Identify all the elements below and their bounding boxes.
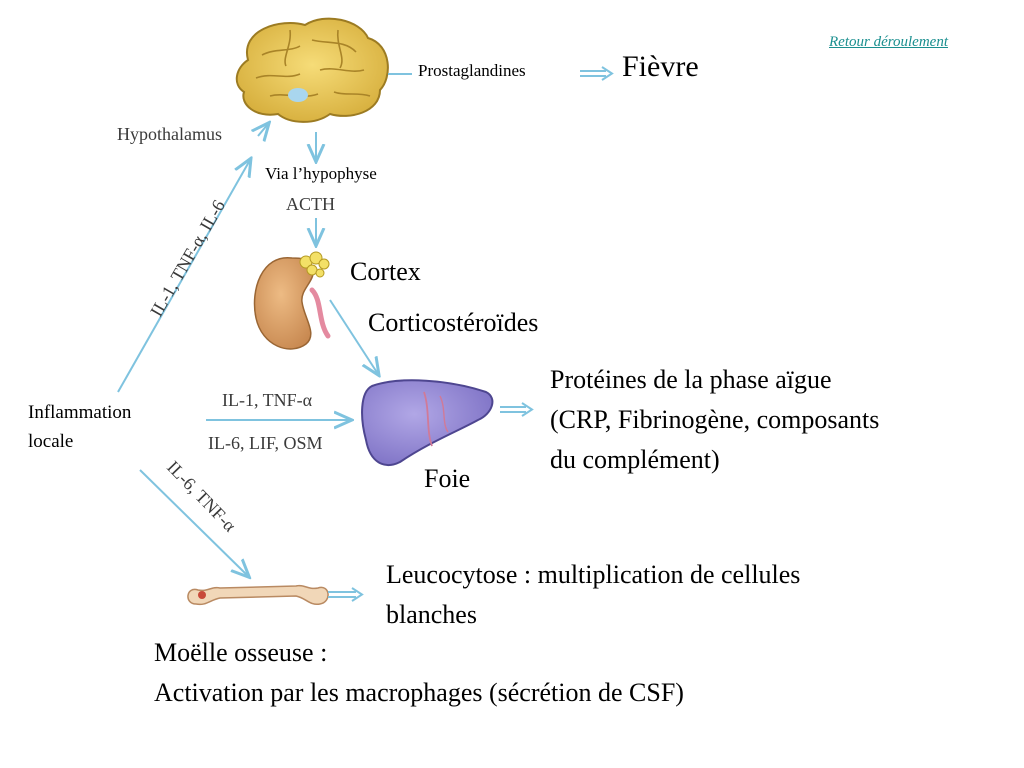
cytokines-brain-label: IL-1, TNF-α, IL-6 <box>146 196 229 320</box>
brain-icon <box>235 17 389 123</box>
cytokines-bone-label: IL-6, TNF-α <box>163 457 240 536</box>
cortex-label: Cortex <box>350 257 421 286</box>
leucocytose-text: Leucocytose : multiplication de cellules… <box>386 555 800 635</box>
moelle-text: Moëlle osseuse : Activation par les macr… <box>154 633 684 713</box>
prostaglandines-label: Prostaglandines <box>418 61 526 80</box>
arrow-to-proteines <box>500 402 534 417</box>
proteines-line3: du complément) <box>550 445 720 474</box>
bone-icon <box>187 584 329 606</box>
proteines-line1: Protéines de la phase aïgue <box>550 365 832 394</box>
arrow-to-bone <box>139 469 248 576</box>
arrow-to-leucocytose <box>328 587 364 602</box>
hypothalamus-label: Hypothalamus <box>117 124 222 144</box>
arrow-to-hypothalamus <box>117 160 250 393</box>
inflammation-label: Inflammation locale <box>28 398 131 456</box>
inflammation-line1: Inflammation <box>28 402 132 423</box>
moelle-line1: Moëlle osseuse : <box>154 638 328 667</box>
acth-label: ACTH <box>286 194 335 214</box>
cytokines-liver-label-2: IL-6, LIF, OSM <box>208 433 323 453</box>
corticosteroides-label: Corticostéroïdes <box>368 308 539 337</box>
leucocytose-line2: blanches <box>386 600 477 629</box>
fievre-label: Fièvre <box>622 50 699 83</box>
cytokines-liver-label-1: IL-1, TNF-α <box>222 390 313 410</box>
kidney-icon <box>253 251 331 350</box>
arrow-kidney-liver <box>329 299 378 374</box>
via-hypophyse-label: Via l’hypophyse <box>265 164 377 183</box>
inflammation-line2: locale <box>28 431 74 452</box>
leucocytose-line1: Leucocytose : multiplication de cellules <box>386 560 801 589</box>
moelle-line2: Activation par les macrophages (sécrétio… <box>154 678 684 707</box>
proteines-line2: (CRP, Fibrinogène, composants <box>550 405 880 434</box>
foie-label: Foie <box>424 464 471 493</box>
back-link[interactable]: Retour déroulement <box>829 34 948 50</box>
proteines-text: Protéines de la phase aïgue (CRP, Fibrin… <box>550 360 879 480</box>
liver-icon <box>361 379 494 467</box>
arrow-to-fievre <box>580 66 614 81</box>
